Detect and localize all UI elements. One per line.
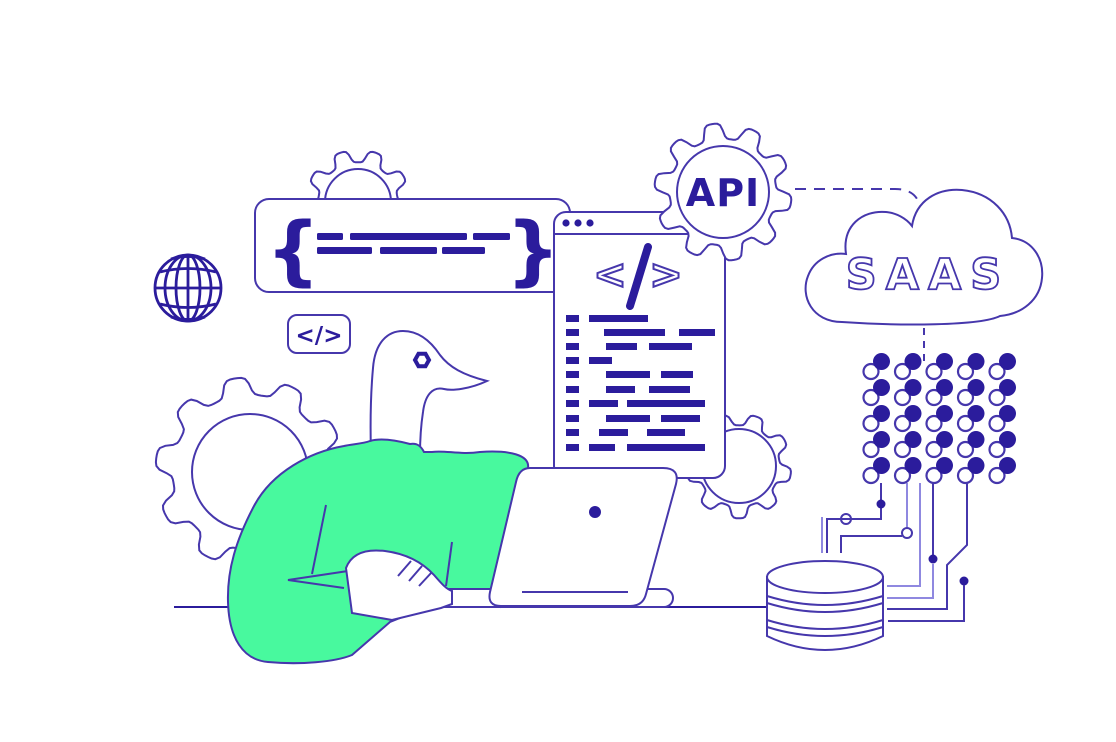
code-snippet-panel: { }	[254, 198, 571, 294]
brace-close: }	[506, 205, 560, 294]
window-tag-slash	[626, 243, 652, 310]
database-icon	[766, 560, 884, 651]
window-dots	[562, 219, 594, 227]
circuit-icon	[821, 483, 969, 622]
api-cloud-connector	[795, 188, 920, 204]
eye-icon	[412, 351, 432, 369]
api-gear-icon: API	[653, 122, 793, 262]
sleeve-fold	[311, 504, 327, 575]
person-head	[369, 329, 490, 456]
saas-label: SAAS	[846, 250, 1011, 300]
saas-cloud-icon: SAAS	[804, 188, 1044, 326]
browser-window-icon: < >	[553, 211, 726, 479]
code-lines	[566, 315, 715, 451]
laptop-icon	[488, 467, 678, 607]
code-badge-icon: </>	[287, 314, 351, 354]
knuckle-lines	[397, 560, 433, 587]
window-tag-lt: <	[593, 252, 627, 298]
code-badge-label: </>	[296, 323, 343, 349]
elbow-fold	[287, 570, 349, 589]
laptop-logo-dot	[589, 506, 601, 518]
dot-matrix-icon	[862, 353, 1016, 485]
cuff-fold	[445, 541, 453, 587]
globe-icon	[153, 253, 223, 323]
code-dashes	[317, 233, 510, 254]
brace-open: {	[266, 205, 320, 294]
api-label: API	[686, 171, 760, 215]
window-tag-gt: >	[649, 252, 683, 298]
person-hand	[344, 549, 453, 622]
